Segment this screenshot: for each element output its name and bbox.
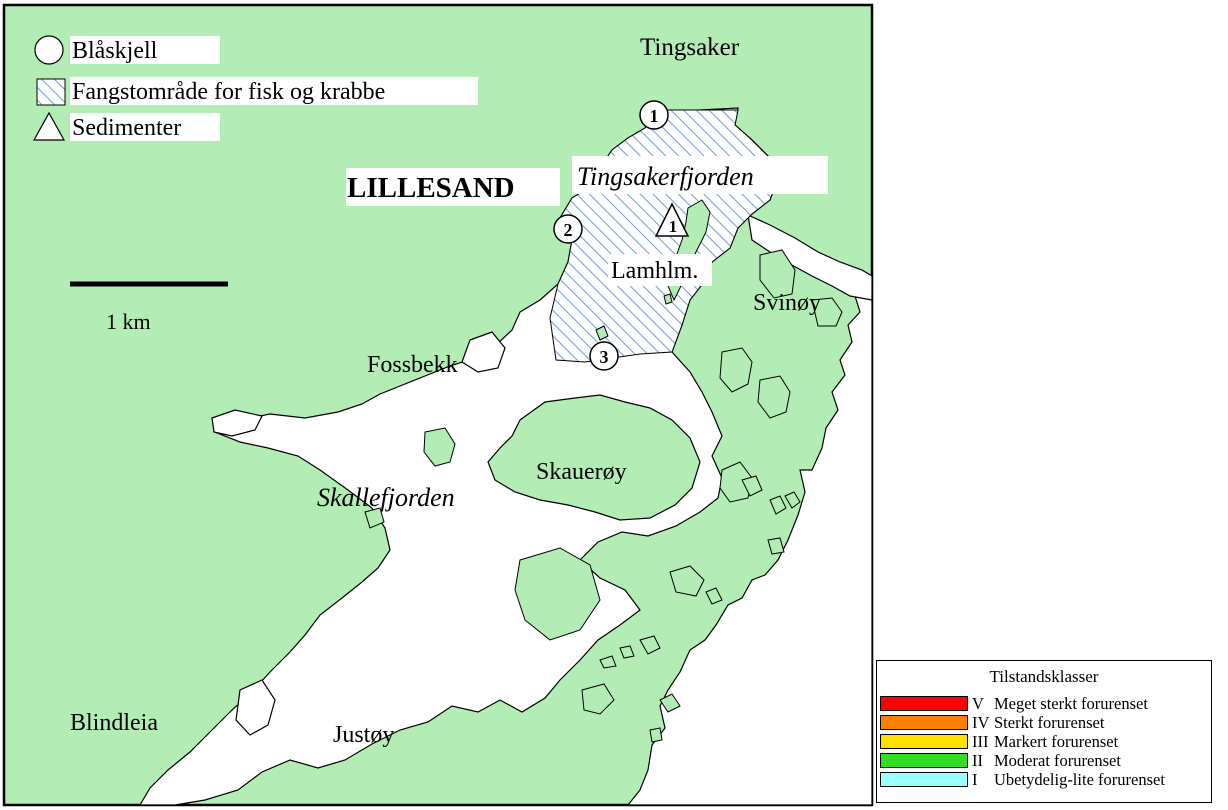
condition-class-row: III Markert forurenset — [880, 731, 1119, 751]
legend-label-bg-1 — [70, 36, 220, 64]
island-small-2 — [663, 293, 673, 305]
condition-class-title: Tilstandsklasser — [989, 667, 1099, 686]
station-sediment-1-label: 1 — [669, 217, 678, 236]
class-label: Meget sterkt forurenset — [994, 693, 1148, 713]
island-small-1 — [595, 325, 609, 341]
place-justoy: Justøy — [333, 722, 394, 748]
station-mussel-1: 1 — [639, 100, 669, 130]
place-tingsakerfjorden: Tingsakerfjorden — [577, 162, 754, 191]
class-roman-numeral: I — [972, 769, 978, 789]
circle-icon — [589, 341, 619, 371]
station-mussel-2: 2 — [553, 214, 583, 244]
place-lamhlm: Lamhlm. — [611, 258, 698, 284]
scale-bar-label: 1 km — [106, 309, 151, 334]
condition-class-row: V Meget sterkt forurenset — [880, 693, 1148, 713]
class-label: Markert forurenset — [994, 731, 1119, 751]
condition-class-row: I Ubetydelig-lite forurenset — [880, 769, 1165, 789]
circle-icon — [639, 100, 669, 130]
lillesand-label-bg — [346, 168, 560, 206]
legend-label-blaskjell: Blåskjell — [72, 38, 158, 64]
color-swatch — [880, 772, 968, 787]
lamhlm-label-bg — [608, 254, 712, 286]
triangle-icon — [654, 202, 690, 237]
condition-class-legend: Tilstandsklasser V Meget sterkt forurense… — [876, 660, 1212, 803]
color-swatch — [880, 696, 968, 711]
place-blindleia: Blindleia — [70, 710, 158, 736]
class-roman-numeral: II — [972, 750, 983, 770]
station-mussel-3: 3 — [589, 341, 619, 371]
station-mussel-1-label: 1 — [650, 106, 659, 126]
place-tingsaker: Tingsaker — [640, 34, 740, 61]
hatched-square-icon — [36, 78, 66, 106]
class-roman-numeral: IV — [972, 712, 990, 732]
place-skauerøy: Skauerøy — [536, 459, 627, 485]
class-roman-numeral: III — [972, 731, 989, 751]
legend-label-bg-2 — [70, 77, 478, 105]
station-sediment-1: 1 — [654, 202, 690, 237]
place-svinoy: Svinøy — [753, 290, 821, 316]
island-skauerøy — [487, 394, 701, 521]
class-label: Moderat forurenset — [994, 750, 1121, 770]
color-swatch — [880, 715, 968, 730]
legend-label-fangstomrade: Fangstområde for fisk og krabbe — [72, 79, 385, 105]
inlet-fossbekk — [461, 331, 506, 373]
islets-east — [514, 249, 843, 743]
legend-label-bg-3 — [70, 113, 220, 141]
color-swatch — [880, 753, 968, 768]
station-mussel-3-label: 3 — [600, 347, 609, 367]
inlet-blindleia-branch — [235, 679, 276, 736]
circle-icon — [34, 35, 64, 65]
place-lillesand: LILLESAND — [347, 172, 515, 204]
tingsakerfjorden-label-bg — [572, 156, 828, 194]
condition-class-row: II Moderat forurenset — [880, 750, 1121, 770]
class-label: Ubetydelig-lite forurenset — [994, 769, 1165, 789]
station-mussel-2-label: 2 — [564, 220, 573, 240]
island-skallefjorden-2 — [364, 507, 385, 529]
place-fossbekk: Fossbekk — [367, 352, 458, 378]
legend-label-sedimenter: Sedimenter — [72, 115, 181, 141]
legend-symbols — [32, 35, 66, 141]
triangle-icon — [32, 111, 66, 141]
map: Blåskjell Fangstområde for fisk og krabb… — [2, 3, 874, 807]
circle-icon — [553, 214, 583, 244]
class-label: Sterkt forurenset — [994, 712, 1105, 732]
place-skallefjorden: Skallefjorden — [317, 483, 455, 512]
inlet-west — [211, 409, 263, 437]
color-swatch — [880, 734, 968, 749]
island-skallefjorden-1 — [423, 427, 456, 467]
class-roman-numeral: V — [972, 693, 984, 713]
